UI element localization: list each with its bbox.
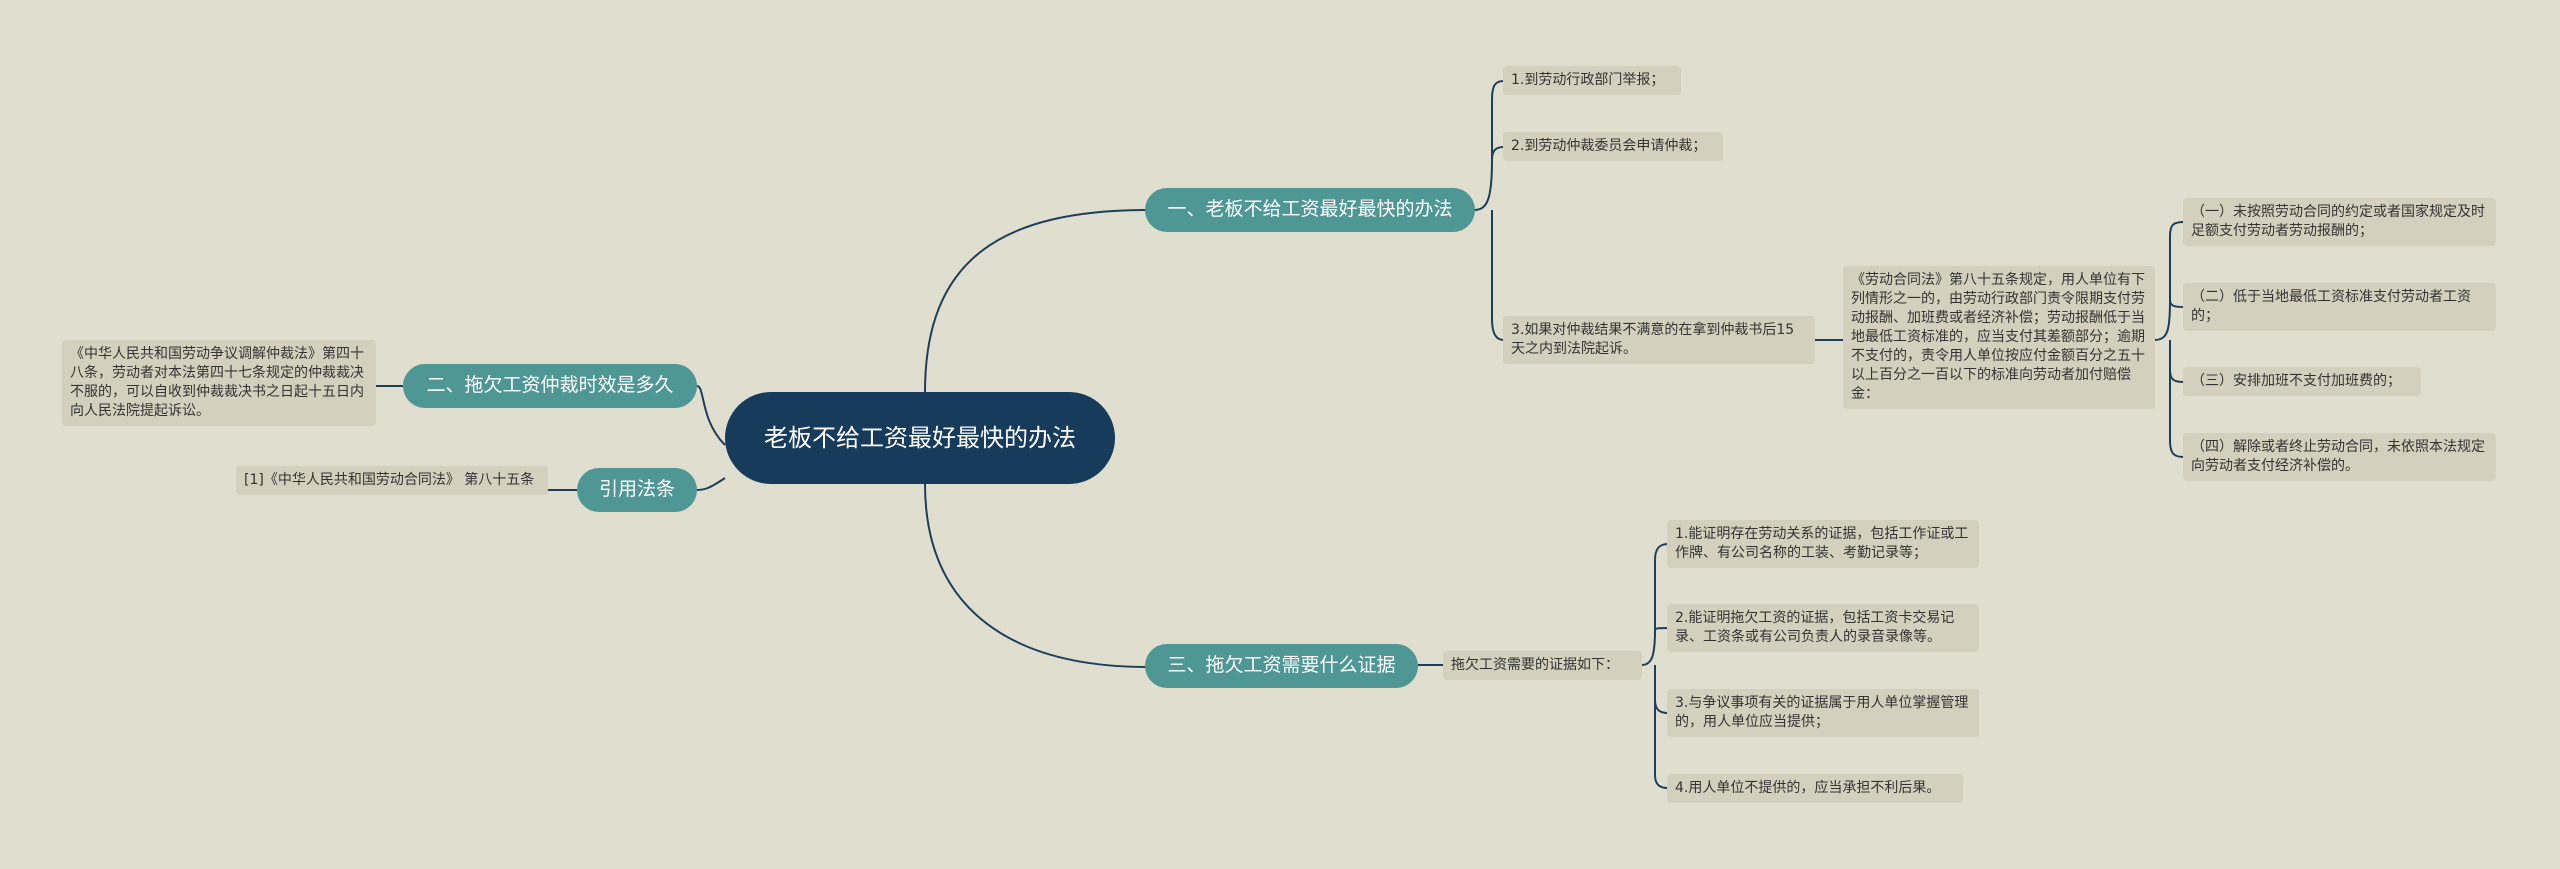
b4-intro[interactable]: 拖欠工资需要的证据如下：: [1443, 651, 1642, 680]
b1-law-item-3[interactable]: （三）安排加班不支付加班费的；: [2183, 367, 2421, 396]
b1-item-2[interactable]: 2.到劳动仲裁委员会申请仲裁；: [1503, 132, 1723, 161]
branch-b3[interactable]: 引用法条: [577, 468, 697, 512]
b4-item-3[interactable]: 3.与争议事项有关的证据属于用人单位掌握管理的，用人单位应当提供；: [1667, 689, 1979, 737]
b2-detail[interactable]: 《中华人民共和国劳动争议调解仲裁法》第四十八条，劳动者对本法第四十七条规定的仲裁…: [62, 340, 376, 426]
b1-law-item-1[interactable]: （一）未按照劳动合同的约定或者国家规定及时足额支付劳动者劳动报酬的；: [2183, 198, 2496, 246]
branch-b1[interactable]: 一、老板不给工资最好最快的办法: [1145, 188, 1475, 232]
root-node[interactable]: 老板不给工资最好最快的办法: [725, 392, 1115, 484]
link-root-b2: [696, 385, 726, 446]
b4-item-4[interactable]: 4.用人单位不提供的，应当承担不利后果。: [1667, 774, 1963, 803]
branch-b2[interactable]: 二、拖欠工资仲裁时效是多久: [403, 364, 697, 408]
b1-item-3[interactable]: 3.如果对仲裁结果不满意的在拿到仲裁书后15天之内到法院起诉。: [1503, 316, 1815, 364]
link-root-b1: [924, 209, 1149, 393]
branch-b4[interactable]: 三、拖欠工资需要什么证据: [1145, 644, 1418, 688]
link-law-items: [2153, 221, 2185, 458]
link-root-b3: [696, 477, 726, 491]
b4-item-1[interactable]: 1.能证明存在劳动关系的证据，包括工作证或工作牌、有公司名称的工装、考勤记录等；: [1667, 520, 1979, 568]
b3-detail[interactable]: [1]《中华人民共和国劳动合同法》 第八十五条: [236, 466, 548, 495]
b1-law-item-2[interactable]: （二）低于当地最低工资标准支付劳动者工资的；: [2183, 283, 2496, 331]
b1-item-1[interactable]: 1.到劳动行政部门举报；: [1503, 66, 1681, 95]
link-b1-items: [1473, 80, 1505, 341]
b4-item-2[interactable]: 2.能证明拖欠工资的证据，包括工资卡交易记录、工资条或有公司负责人的录音录像等。: [1667, 604, 1979, 652]
b1-law-item-4[interactable]: （四）解除或者终止劳动合同，未依照本法规定向劳动者支付经济补偿的。: [2183, 433, 2496, 481]
link-root-b4: [924, 483, 1149, 668]
link-intro-items: [1641, 543, 1669, 789]
b1-law-text[interactable]: 《劳动合同法》第八十五条规定，用人单位有下列情形之一的，由劳动行政部门责令限期支…: [1843, 266, 2155, 409]
